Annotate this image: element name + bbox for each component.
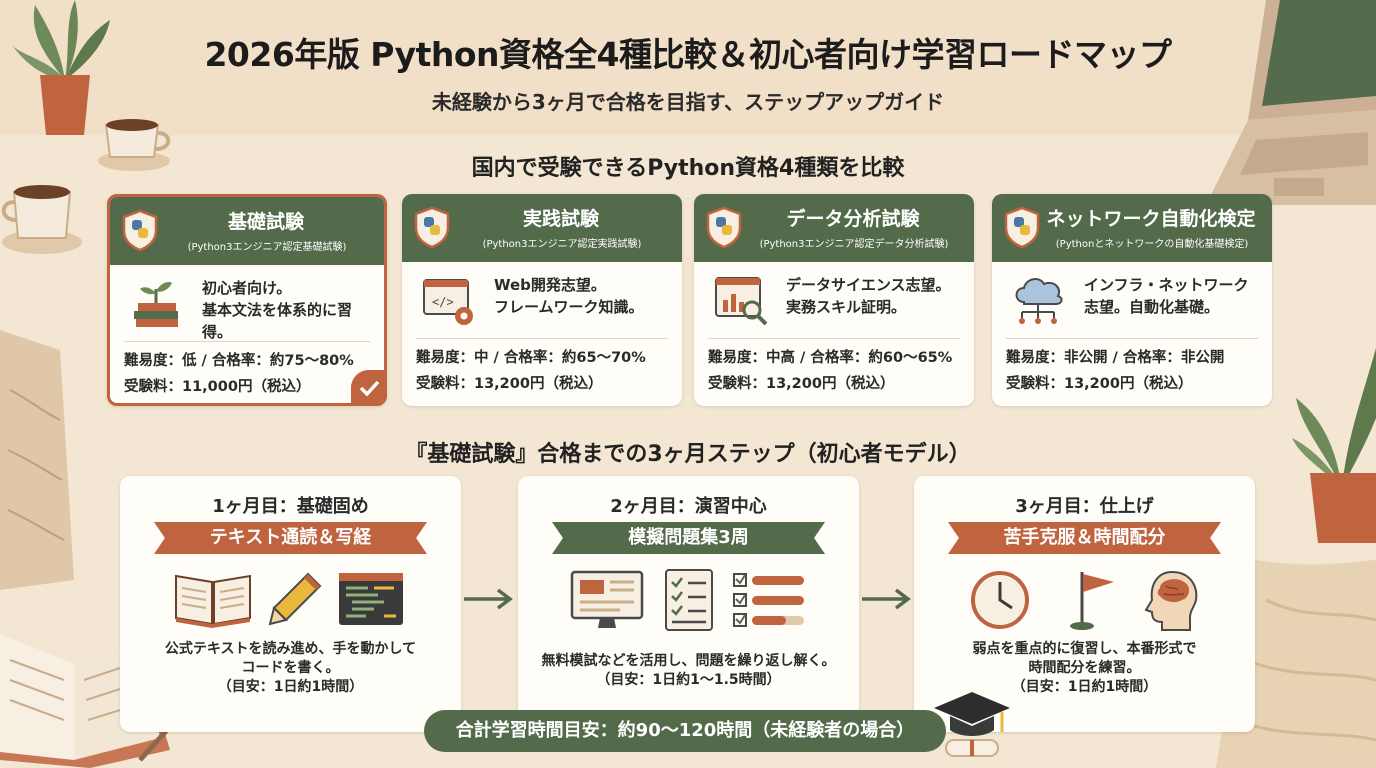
card-name: 実践試験 bbox=[522, 208, 599, 230]
total-study-time-badge: 合計学習時間目安：約90〜120時間（未経験者の場合） bbox=[424, 710, 946, 752]
roadmap-title: 『基礎試験』合格までの3ヶ月ステップ（初心者モデル） bbox=[405, 442, 971, 467]
python-shield-icon bbox=[1004, 206, 1040, 248]
svg-text:</>: </> bbox=[432, 295, 454, 309]
step-card-month-2: 2ヶ月目：演習中心 模擬問題集3周 無料模試などを活用し、問題を繰り返し解く。 … bbox=[518, 476, 859, 732]
exam-card-data-analysis[interactable]: データ分析試験 (Python3エンジニア認定データ分析試験) データサイエンス… bbox=[694, 194, 974, 406]
code-editor-icon bbox=[339, 573, 403, 625]
exam-card-network-automation[interactable]: ネットワーク自動化検定 (Pythonとネットワークの自動化基礎検定) インフラ… bbox=[992, 194, 1272, 406]
card-difficulty: 難易度：中高 / 合格率：約60〜65% bbox=[708, 350, 953, 366]
laptop-illustration bbox=[1206, 0, 1376, 205]
python-shield-icon bbox=[414, 206, 450, 248]
coffee-cup-illustration bbox=[1, 185, 82, 254]
step-month-title: 3ヶ月目：仕上げ bbox=[1015, 496, 1154, 517]
progress-checklist-icon bbox=[733, 573, 804, 627]
step-card-month-1: 1ヶ月目：基礎固め テキスト通読＆写経 公式テキストを読み進め、手を動かして コ… bbox=[120, 476, 461, 732]
card-header: ネットワーク自動化検定 (Pythonとネットワークの自動化基礎検定) bbox=[992, 194, 1272, 262]
step-description: 公式テキストを読み進め、手を動かして コードを書く。 （目安：1日約1時間） bbox=[164, 641, 417, 695]
brain-head-icon bbox=[1144, 570, 1198, 631]
comparison-title: 国内で受験できるPython資格4種類を比較 bbox=[471, 156, 905, 181]
step-ribbon: 模擬問題集3周 bbox=[552, 522, 825, 554]
cloud-network-icon bbox=[1015, 278, 1063, 324]
step-description: 弱点を重点的に復習し、本番形式で 時間配分を練習。 （目安：1日約1時間） bbox=[972, 641, 1197, 695]
potted-plant-illustration bbox=[1292, 348, 1376, 543]
card-description: インフラ・ネットワーク 志望。自動化基礎。 bbox=[1084, 276, 1249, 316]
card-subname: (Python3エンジニア認定データ分析試験) bbox=[759, 239, 949, 250]
paper-sheet-illustration bbox=[0, 330, 74, 590]
exam-card-practical[interactable]: 実践試験 (Python3エンジニア認定実践試験) </> Web開発志望。 フ… bbox=[402, 194, 682, 406]
step-ribbon: 苦手克服＆時間配分 bbox=[948, 522, 1221, 554]
checklist-icon bbox=[665, 569, 713, 631]
card-name: データ分析試験 bbox=[786, 208, 920, 230]
exam-card-basic[interactable]: 基礎試験 (Python3エンジニア認定基礎試験) 初心者向け。 基本文法を体系… bbox=[107, 194, 387, 406]
card-fee: 受験料：13,200円（税込） bbox=[416, 376, 603, 392]
card-subname: (Python3エンジニア認定実践試験) bbox=[482, 239, 642, 250]
python-shield-icon bbox=[122, 209, 158, 251]
card-header: 基礎試験 (Python3エンジニア認定基礎試験) bbox=[110, 197, 384, 265]
open-book-icon bbox=[175, 574, 251, 628]
pencil-icon bbox=[268, 572, 322, 626]
arrow-right-icon bbox=[862, 588, 911, 610]
card-difficulty: 難易度：低 / 合格率：約75〜80% bbox=[124, 353, 354, 369]
step-card-month-3: 3ヶ月目：仕上げ 苦手克服＆時間配分 弱点を重点的に復習し、本番形式で 時間配分… bbox=[914, 476, 1255, 732]
arrow-right-icon bbox=[464, 588, 513, 610]
card-fee: 受験料：13,200円（税込） bbox=[1006, 376, 1193, 392]
card-name: 基礎試験 bbox=[227, 211, 304, 233]
clock-icon bbox=[971, 571, 1029, 629]
checkmark-icon bbox=[351, 370, 384, 403]
card-description: Web開発志望。 フレームワーク知識。 bbox=[494, 276, 644, 316]
card-header: 実践試験 (Python3エンジニア認定実践試験) bbox=[402, 194, 682, 262]
card-subname: (Pythonとネットワークの自動化基礎検定) bbox=[1055, 239, 1249, 250]
monitor-quiz-icon bbox=[570, 570, 644, 628]
graduation-cap-icon bbox=[934, 692, 1010, 757]
step-month-title: 1ヶ月目：基礎固め bbox=[212, 496, 369, 517]
header-band bbox=[0, 0, 1376, 135]
card-description: 初心者向け。 基本文法を体系的に習得。 bbox=[202, 279, 353, 341]
books-sprout-icon bbox=[134, 281, 178, 327]
code-gear-icon: </> bbox=[423, 279, 473, 325]
python-shield-icon bbox=[706, 206, 742, 248]
card-fee: 受験料：11,000円（税込） bbox=[124, 379, 311, 395]
potted-plant-illustration bbox=[12, 0, 110, 135]
card-difficulty: 難易度：非公開 / 合格率：非公開 bbox=[1006, 350, 1225, 366]
card-difficulty: 難易度：中 / 合格率：約65〜70% bbox=[416, 350, 646, 366]
card-fee: 受験料：13,200円（税込） bbox=[708, 376, 895, 392]
step-ribbon: テキスト通読＆写経 bbox=[154, 522, 427, 554]
chart-magnifier-icon bbox=[715, 277, 768, 326]
card-header: データ分析試験 (Python3エンジニア認定データ分析試験) bbox=[694, 194, 974, 262]
card-description: データサイエンス志望。 実務スキル証明。 bbox=[786, 276, 951, 316]
card-name: ネットワーク自動化検定 bbox=[1046, 208, 1256, 230]
step-month-title: 2ヶ月目：演習中心 bbox=[610, 496, 767, 517]
coffee-cup-illustration bbox=[98, 119, 171, 171]
page-subtitle: 未経験から3ヶ月で合格を目指す、ステップアップガイド bbox=[431, 90, 945, 114]
card-subname: (Python3エンジニア認定基礎試験) bbox=[187, 242, 347, 253]
step-description: 無料模試などを活用し、問題を繰り返し解く。 （目安：1日約1〜1.5時間） bbox=[541, 653, 836, 688]
page-title: 2026年版 Python資格全4種比較＆初心者向け学習ロードマップ bbox=[204, 35, 1172, 74]
goal-flag-icon bbox=[1070, 572, 1114, 630]
